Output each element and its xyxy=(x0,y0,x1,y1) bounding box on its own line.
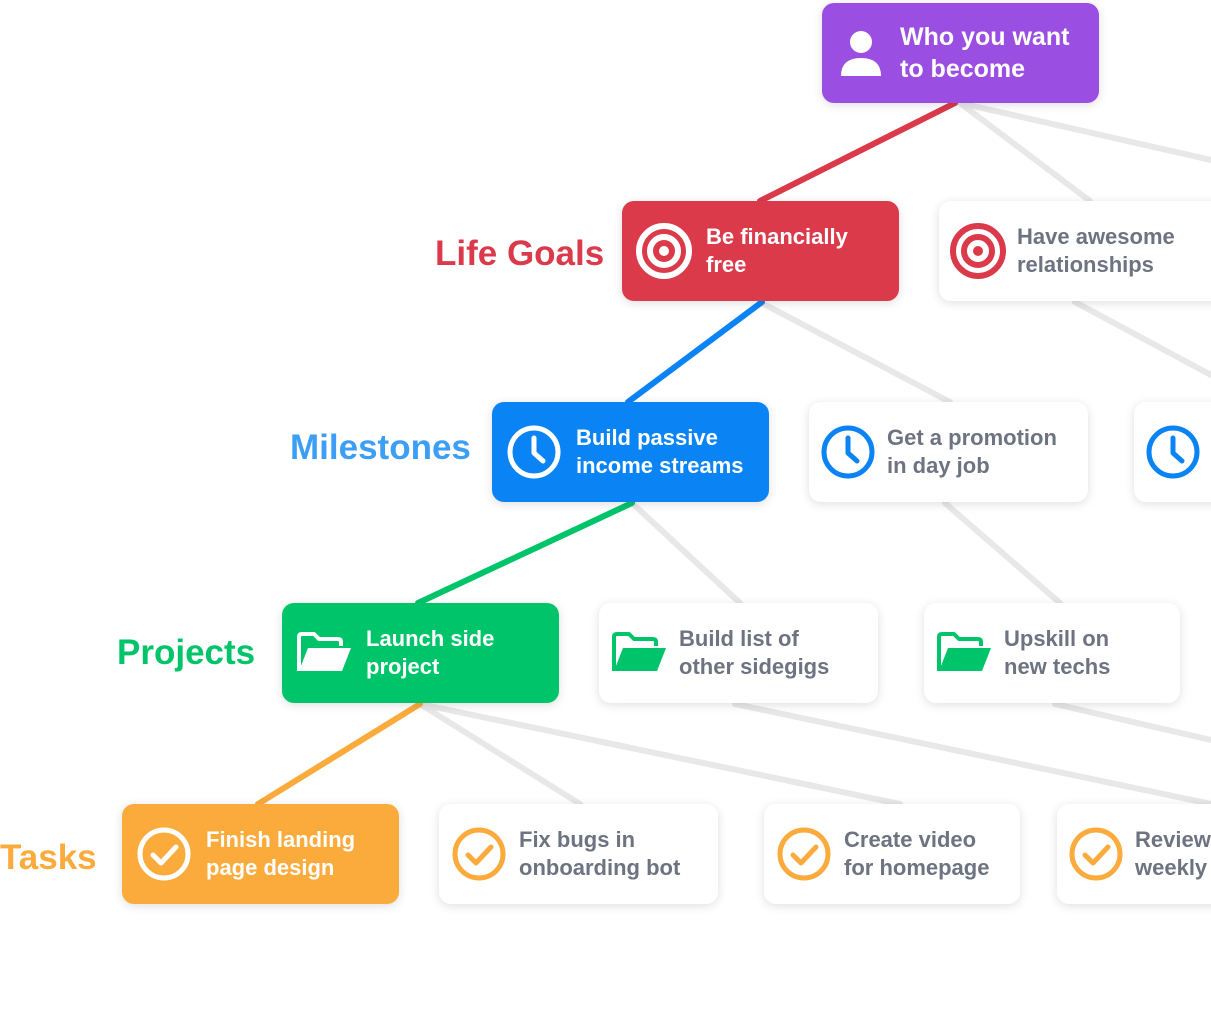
check-circle-icon xyxy=(764,826,844,882)
connector-line xyxy=(1052,701,1211,743)
level-label-milestones: Milestones xyxy=(290,428,471,467)
milestone-node-passive-income[interactable]: Build passive income streams xyxy=(492,402,769,502)
task-node-landing-page[interactable]: Finish landing page design xyxy=(122,804,399,904)
level-label-life-goals: Life Goals xyxy=(435,234,605,273)
folder-icon xyxy=(282,631,366,675)
connector-line xyxy=(957,100,1211,163)
task-node-fix-bugs[interactable]: Fix bugs in onboarding bot xyxy=(439,804,718,904)
goal-node-relationships[interactable]: Have awesome relationships xyxy=(939,201,1211,301)
check-circle-icon xyxy=(122,826,206,882)
connector-line xyxy=(417,701,583,807)
inactive-connectors xyxy=(417,100,1211,807)
project-label: Launch side project xyxy=(366,626,495,679)
active-connector-root-goal xyxy=(757,100,958,204)
task-label: Review weekly xyxy=(1135,827,1211,880)
connector-line xyxy=(957,100,1093,204)
task-label: Create video for homepage xyxy=(844,827,990,880)
project-node-launch-side[interactable]: Launch side project xyxy=(282,603,559,703)
connector-line xyxy=(732,701,1211,807)
connector-line xyxy=(757,299,953,405)
goal-label: Have awesome relationships xyxy=(1017,224,1175,277)
clock-icon xyxy=(1134,424,1211,480)
active-connector-project-task xyxy=(255,701,423,807)
milestone-node-partial[interactable] xyxy=(1134,402,1211,502)
goal-node-financially-free[interactable]: Be financially free xyxy=(622,201,899,301)
active-connector-goal-milestone xyxy=(625,299,765,405)
project-label: Upskill on new techs xyxy=(1004,626,1111,679)
target-icon xyxy=(622,222,706,280)
task-label: Fix bugs in onboarding bot xyxy=(519,827,681,880)
folder-icon xyxy=(599,631,679,675)
milestone-label: Build passive income streams xyxy=(576,425,744,478)
milestone-node-promotion[interactable]: Get a promotion in day job xyxy=(809,402,1088,502)
project-node-sidegigs[interactable]: Build list of other sidegigs xyxy=(599,603,878,703)
check-circle-icon xyxy=(439,826,519,882)
milestone-label: Get a promotion in day job xyxy=(887,425,1057,478)
connector-line xyxy=(942,500,1063,606)
task-node-review-weekly[interactable]: Review weekly xyxy=(1057,804,1211,904)
clock-icon xyxy=(809,424,887,480)
active-connector-milestone-project xyxy=(415,500,635,606)
task-label: Finish landing page design xyxy=(206,827,356,880)
task-node-create-video[interactable]: Create video for homepage xyxy=(764,804,1020,904)
folder-icon xyxy=(924,631,1004,675)
level-label-tasks: Tasks xyxy=(0,838,97,877)
connector-line xyxy=(1072,299,1211,378)
check-circle-icon xyxy=(1057,826,1135,882)
project-label: Build list of other sidegigs xyxy=(679,626,830,679)
root-label: Who you want to become xyxy=(900,23,1070,83)
target-icon xyxy=(939,222,1017,280)
person-icon xyxy=(822,29,900,77)
connector-line xyxy=(417,701,903,807)
root-node[interactable]: Who you want to become xyxy=(822,3,1099,103)
goal-label: Be financially free xyxy=(706,224,848,277)
connector-line xyxy=(629,500,743,606)
level-label-projects: Projects xyxy=(117,633,256,672)
clock-icon xyxy=(492,424,576,480)
project-node-upskill[interactable]: Upskill on new techs xyxy=(924,603,1180,703)
